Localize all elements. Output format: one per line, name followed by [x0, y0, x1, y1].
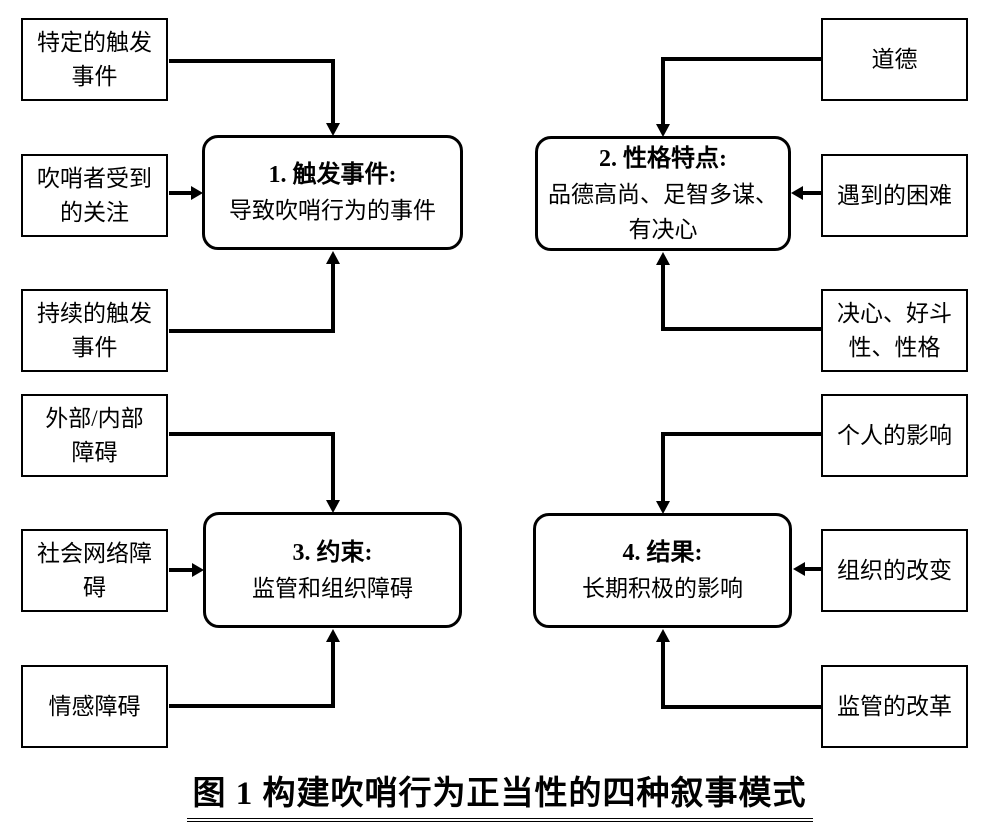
box-line: 性、性格 — [848, 334, 941, 360]
arrow-ongoing-trigger-to-node1 — [169, 251, 340, 333]
box-personal-impact: 个人的影响 — [821, 394, 968, 477]
arrow-social-obstacles-to-node3 — [169, 563, 204, 577]
arrow-org-change-to-node4 — [793, 562, 821, 576]
node-line: 有决心 — [628, 216, 698, 242]
node-title: 4. 结果: — [622, 540, 703, 566]
box-ongoing-trigger-event: 持续的触发 事件 — [21, 289, 168, 372]
box-line: 道德 — [871, 46, 918, 72]
box-line: 监管的改革 — [837, 693, 952, 719]
box-line: 组织的改变 — [837, 557, 952, 583]
box-line: 障碍 — [71, 439, 118, 465]
figure-caption: 图 1 构建吹哨行为正当性的四种叙事模式 — [186, 766, 813, 822]
box-line: 特定的触发 — [37, 29, 152, 55]
box-organizational-change: 组织的改变 — [821, 529, 968, 612]
box-line: 吹哨者受到 — [37, 165, 152, 191]
node-outcomes: 4. 结果: 长期积极的影响 — [533, 513, 792, 628]
box-regulatory-reform: 监管的改革 — [821, 665, 968, 748]
arrow-attention-to-node1 — [169, 186, 203, 200]
box-line: 情感障碍 — [48, 693, 141, 719]
arrow-emotional-obstacles-to-node3 — [169, 629, 340, 708]
figure-caption-row: 图 1 构建吹哨行为正当性的四种叙事模式 — [0, 766, 999, 822]
node-title: 1. 触发事件: — [268, 162, 397, 188]
box-line: 决心、好斗 — [837, 300, 952, 326]
node-title: 3. 约束: — [292, 539, 373, 566]
box-line: 社会网络障 — [37, 540, 152, 566]
node-constraints: 3. 约束: 监管和组织障碍 — [203, 512, 462, 628]
node-line: 导致吹哨行为的事件 — [229, 198, 436, 223]
arrow-determination-to-node2 — [656, 252, 821, 331]
box-line: 外部/内部 — [45, 405, 144, 431]
box-morality: 道德 — [821, 18, 968, 101]
node-line: 品德高尚、足智多谋、 — [548, 181, 778, 207]
box-line: 持续的触发 — [37, 300, 152, 326]
arrow-regulatory-reform-to-node4 — [656, 629, 821, 709]
box-line: 的关注 — [60, 199, 129, 225]
box-difficulties-encountered: 遇到的困难 — [821, 154, 968, 237]
arrow-external-obstacles-to-node3 — [169, 432, 340, 513]
arrow-morality-to-node2 — [656, 57, 821, 137]
box-line: 事件 — [71, 63, 118, 89]
box-line: 遇到的困难 — [837, 182, 952, 208]
arrow-difficulties-to-node2 — [791, 186, 821, 200]
arrow-specific-trigger-to-node1 — [169, 59, 340, 136]
box-emotional-obstacles: 情感障碍 — [21, 665, 168, 748]
box-line: 事件 — [71, 334, 118, 360]
box-social-network-obstacles: 社会网络障 碍 — [21, 529, 168, 612]
node-title: 2. 性格特点: — [599, 145, 727, 172]
box-line: 碍 — [83, 574, 106, 600]
node-character-traits: 2. 性格特点: 品德高尚、足智多谋、 有决心 — [535, 136, 791, 251]
node-line: 监管和组织障碍 — [252, 575, 413, 601]
box-determination-combativeness-character: 决心、好斗 性、性格 — [821, 289, 968, 372]
arrow-personal-impact-to-node4 — [656, 432, 821, 514]
box-external-internal-obstacles: 外部/内部 障碍 — [21, 394, 168, 477]
node-trigger-events: 1. 触发事件: 导致吹哨行为的事件 — [202, 135, 463, 250]
box-line: 个人的影响 — [837, 422, 952, 448]
box-whistleblower-attention: 吹哨者受到 的关注 — [21, 154, 168, 237]
node-line: 长期积极的影响 — [582, 576, 743, 601]
box-specific-trigger-event: 特定的触发 事件 — [21, 18, 168, 101]
